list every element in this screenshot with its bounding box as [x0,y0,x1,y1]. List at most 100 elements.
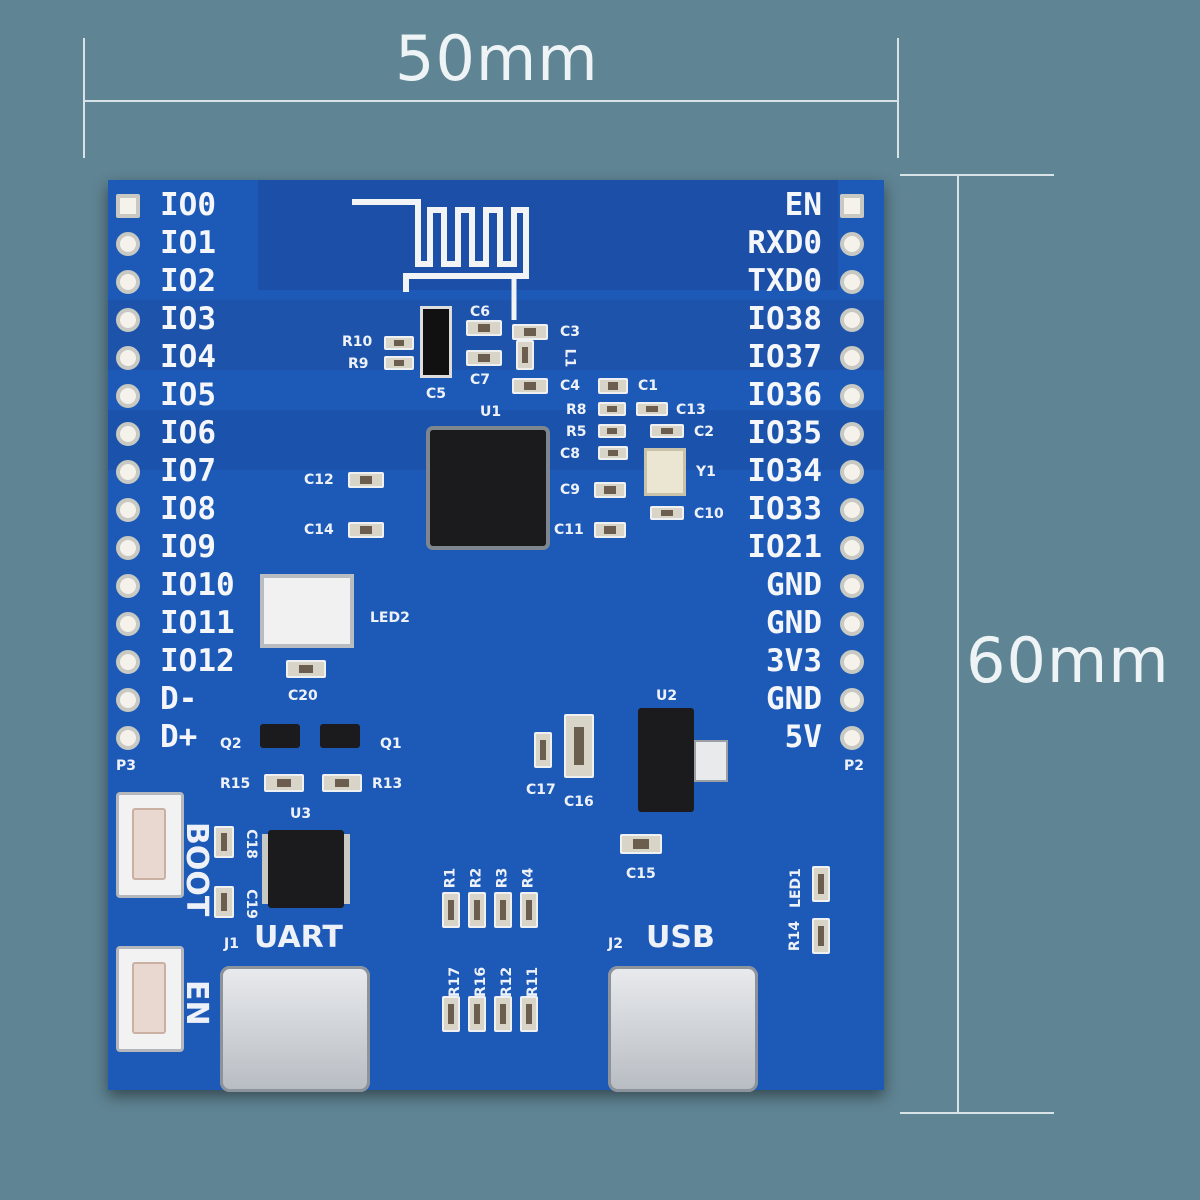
label-c6: C6 [470,304,491,320]
capacitor-c3 [512,324,548,340]
resistor-r10 [384,336,414,350]
capacitor-c11 [594,522,626,538]
pin-label-left: IO8 [160,491,216,527]
width-dimension-right-tick [897,38,899,158]
antenna-keepout [258,180,838,290]
label-r13: R13 [372,776,403,792]
pin-label-right: GND [766,681,822,717]
boot-button-cap[interactable] [132,808,166,880]
capacitor-c18 [214,826,234,858]
label-y1: Y1 [696,464,716,480]
header-pin-pad [116,612,140,636]
label-r11: R11 [525,966,542,998]
capacitor-c9 [594,482,626,498]
label-r10: R10 [342,334,373,350]
header-pin-pad [840,574,864,598]
header-pin-pad [116,536,140,560]
capacitor-c4 [512,378,548,394]
pin-label-right: GND [766,605,822,641]
header-pin-pad [840,498,864,522]
resistor-r3 [494,892,512,928]
label-u2: U2 [656,688,678,704]
regulator-tab [694,740,728,782]
crystal [644,448,686,496]
usb-port-label: USB [646,920,715,955]
capacitor-c10 [650,506,684,520]
label-r16: R16 [473,966,490,998]
capacitor-c7 [466,350,502,366]
usb-uart-chip [268,830,344,908]
resistor-r4 [520,892,538,928]
label-c15: C15 [626,866,656,882]
label-c20: C20 [288,688,318,704]
voltage-regulator [638,708,694,812]
capacitor-c12 [348,472,384,488]
status-led [812,866,830,902]
uart-port-label: UART [254,920,343,955]
pin-label-left: IO7 [160,453,216,489]
resistor-r1 [442,892,460,928]
header-pin-pad [840,688,864,712]
label-c3: C3 [560,324,581,340]
header-pin-pad [840,346,864,370]
header-label-right: P2 [844,758,865,774]
en-button-cap[interactable] [132,962,166,1034]
pin-label-left: IO4 [160,339,216,375]
resistor-r16 [468,996,486,1032]
label-r4: R4 [520,867,537,889]
header-pin-pad [116,460,140,484]
header-pin-pad [840,232,864,256]
header-pin-pad [116,688,140,712]
capacitor-c6 [466,320,502,336]
width-dimension-line [83,100,899,102]
label-r3: R3 [494,867,511,889]
header-pin-pad [116,422,140,446]
pin-label-right: IO36 [747,377,822,413]
pin-label-left: IO2 [160,263,216,299]
pin-label-right: GND [766,567,822,603]
pin-label-left: IO6 [160,415,216,451]
label-c18: C18 [242,829,259,859]
pin-label-left: D+ [160,719,198,755]
header-pin-pad [116,346,140,370]
height-dimension-bottom-tick [900,1112,1054,1114]
pin-label-right: 3V3 [766,643,822,679]
antenna-icon [352,199,529,320]
pin-label-right: TXD0 [747,263,822,299]
capacitor-c20 [286,660,326,678]
pin-label-left: D- [160,681,198,717]
usb-usb-c-port[interactable] [608,966,758,1092]
resistor-r17 [442,996,460,1032]
label-c5: C5 [426,386,447,402]
mcu-chip [430,430,546,546]
label-c9: C9 [560,482,581,498]
capacitor-c16 [564,714,594,778]
label-j2: J2 [608,936,623,952]
label-r5: R5 [566,424,587,440]
label-led2: LED2 [370,610,410,626]
header-pin-pad [840,270,864,294]
height-dimension-top-tick [900,174,1054,176]
pin-label-left: IO0 [160,187,216,223]
capacitor-c14 [348,522,384,538]
pin-label-right: RXD0 [747,225,822,261]
capacitor-c15 [620,834,662,854]
pin-label-left: IO5 [160,377,216,413]
pin-label-left: IO11 [160,605,235,641]
label-u1: U1 [480,404,502,420]
label-c4: C4 [560,378,581,394]
resistor-r12 [494,996,512,1032]
header-pin-pad [840,536,864,560]
label-r15: R15 [220,776,251,792]
uart-usb-c-port[interactable] [220,966,370,1092]
pin-label-right: 5V [784,719,822,755]
header-pin-pad [116,308,140,332]
resistor-r11 [520,996,538,1032]
label-c2: C2 [694,424,715,440]
label-c19: C19 [242,889,259,919]
header-pin-pad [116,384,140,408]
height-dimension-label: 60mm [966,624,1170,697]
pin-label-left: IO3 [160,301,216,337]
label-c10: C10 [694,506,724,522]
header-pin-pad [840,650,864,674]
